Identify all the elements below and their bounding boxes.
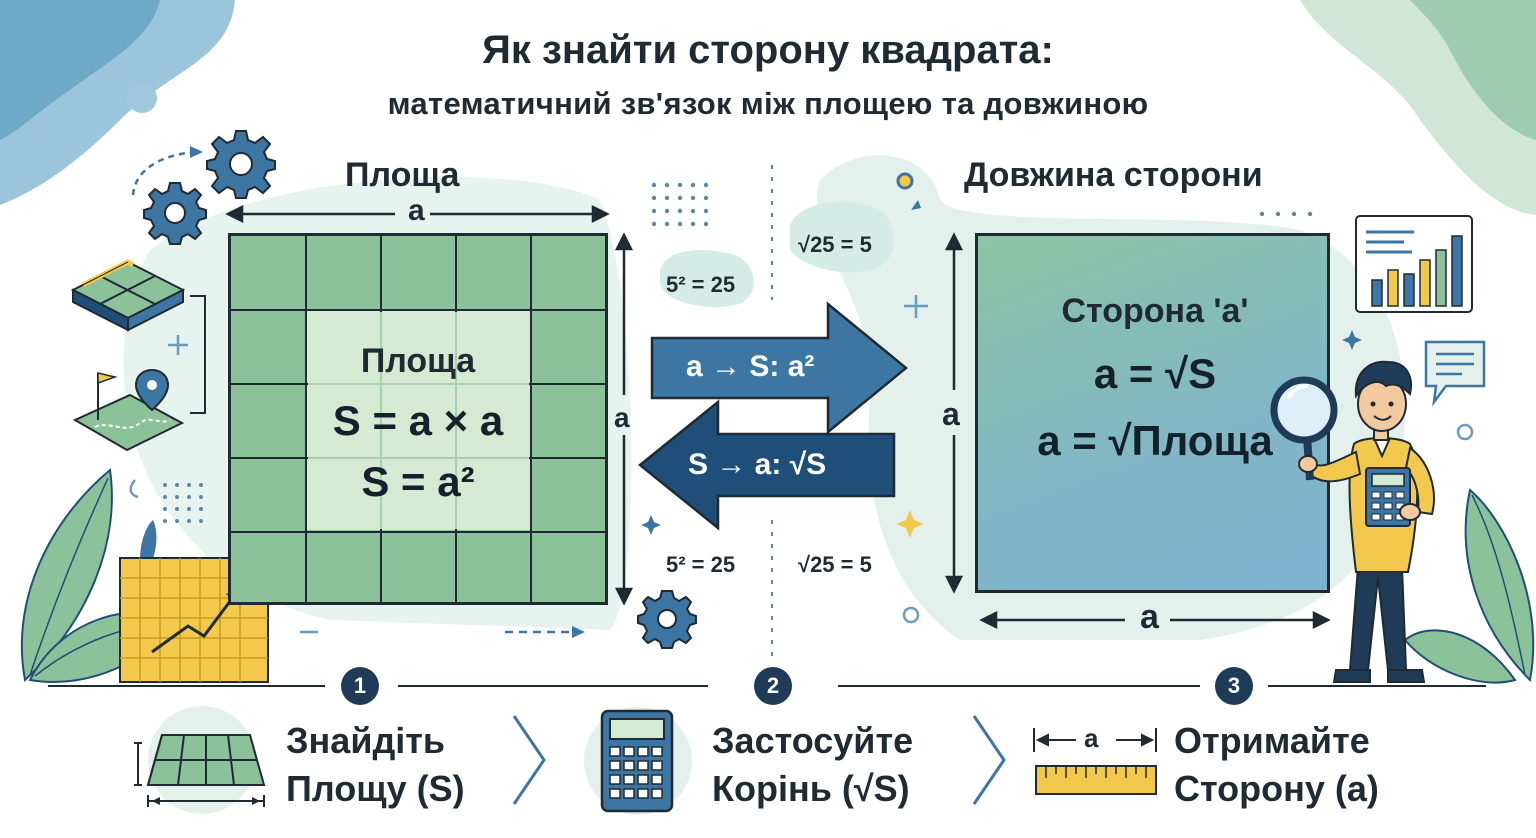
square-example-bubble: 5² = 25 <box>666 272 736 297</box>
root-example-text: √25 = 5 <box>798 552 872 577</box>
area-grid-square <box>228 233 608 605</box>
forward-arrow-label: a → S: a² <box>686 350 815 383</box>
square-example-text: 5² = 25 <box>666 552 736 577</box>
step-3-line-1: Отримайте <box>1174 720 1370 761</box>
ruler-label: a <box>1084 723 1099 753</box>
calculator-icon <box>584 707 692 815</box>
chat-bubble-icon <box>1424 340 1486 407</box>
area-formula-product: S = a × a <box>332 397 504 444</box>
area-heading: Площа <box>345 156 460 194</box>
ruler-icon <box>1033 728 1157 795</box>
side-left-label: a <box>942 396 960 432</box>
student-with-magnifier-illustration <box>1270 360 1435 683</box>
backward-arrow-label: S → a: √S <box>688 448 827 481</box>
right-dimension-arrows <box>944 232 1331 630</box>
tiled-plane-icon <box>70 259 186 332</box>
step-1-line-2: Площу (S) <box>286 768 465 809</box>
backward-arrow-shape <box>638 399 896 531</box>
gear-icon <box>637 590 697 649</box>
left-dimension-arrows <box>225 204 634 606</box>
step-1-line-1: Знайдіть <box>286 720 446 761</box>
step-2-number: 2 <box>754 667 792 705</box>
side-inner-title: Сторона 'a' <box>1061 292 1249 330</box>
page-subtitle: математичний зв'язок між площею та довжи… <box>387 86 1149 121</box>
root-example-bubble: √25 = 5 <box>798 232 872 257</box>
area-formula-square: S = a² <box>361 458 475 505</box>
gear-icon <box>143 182 207 245</box>
forward-arrow-shape <box>650 301 908 435</box>
step-3-line-2: Сторону (a) <box>1174 768 1379 809</box>
step-2-line-2: Корінь (√S) <box>712 768 910 809</box>
step-2-line-1: Застосуйте <box>712 720 914 761</box>
side-formula-root-s: a = √S <box>1093 350 1217 397</box>
grid-plane-icon <box>134 706 266 814</box>
area-top-side-label: a <box>408 194 425 227</box>
side-length-heading: Довжина сторони <box>964 156 1263 194</box>
step-3-number: 3 <box>1215 667 1253 705</box>
bar-chart-icon <box>1355 215 1473 313</box>
side-formula-root-area: a = √Площа <box>1037 417 1273 464</box>
side-bottom-label: a <box>1140 598 1159 636</box>
area-right-side-label: a <box>614 402 630 433</box>
map-pin-icon <box>72 368 185 452</box>
gear-icon <box>206 130 276 199</box>
step-1-number: 1 <box>341 667 379 705</box>
area-inner-title: Площа <box>360 342 476 380</box>
page-title: Як знайти сторону квадрата: <box>482 28 1054 72</box>
grid-lines <box>231 236 605 602</box>
